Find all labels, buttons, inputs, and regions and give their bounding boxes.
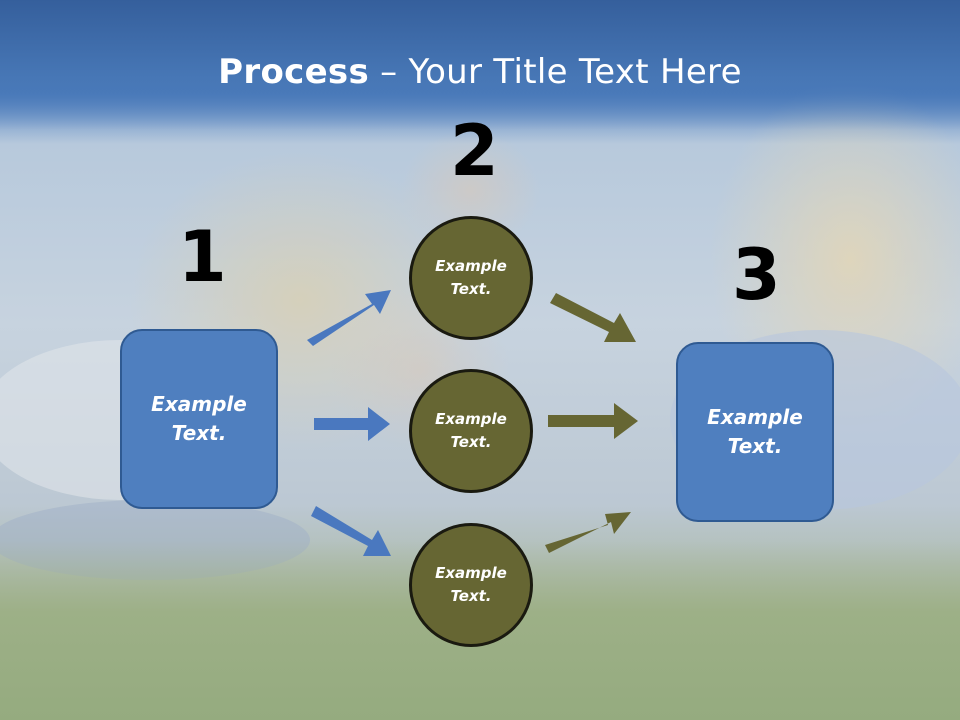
arrow-top-to-right xyxy=(550,293,636,342)
left-box-label: Example Text. xyxy=(151,392,247,445)
circle-bottom: Example Text. xyxy=(409,523,533,647)
right-process-box: Example Text. xyxy=(676,342,834,522)
title-bold: Process xyxy=(218,52,370,92)
title-band xyxy=(0,0,960,130)
left-process-box: Example Text. xyxy=(120,329,278,509)
title-rest: – Your Title Text Here xyxy=(369,52,742,92)
circle-top-label: Example Text. xyxy=(435,257,507,298)
arrow-bottom-to-right xyxy=(545,512,631,553)
step-number-3: 3 xyxy=(732,234,781,316)
circle-top: Example Text. xyxy=(409,216,533,340)
circle-middle: Example Text. xyxy=(409,369,533,493)
slide-title: Process – Your Title Text Here xyxy=(0,52,960,92)
step-number-1: 1 xyxy=(178,216,227,298)
circle-bottom-label: Example Text. xyxy=(435,564,507,605)
arrow-left-to-bottom xyxy=(311,506,391,556)
arrow-left-to-middle xyxy=(314,407,390,441)
circle-middle-label: Example Text. xyxy=(435,410,507,451)
right-box-label: Example Text. xyxy=(707,405,803,458)
arrow-middle-to-right xyxy=(548,403,638,439)
step-number-2: 2 xyxy=(450,110,499,192)
arrow-left-to-top xyxy=(307,290,391,346)
